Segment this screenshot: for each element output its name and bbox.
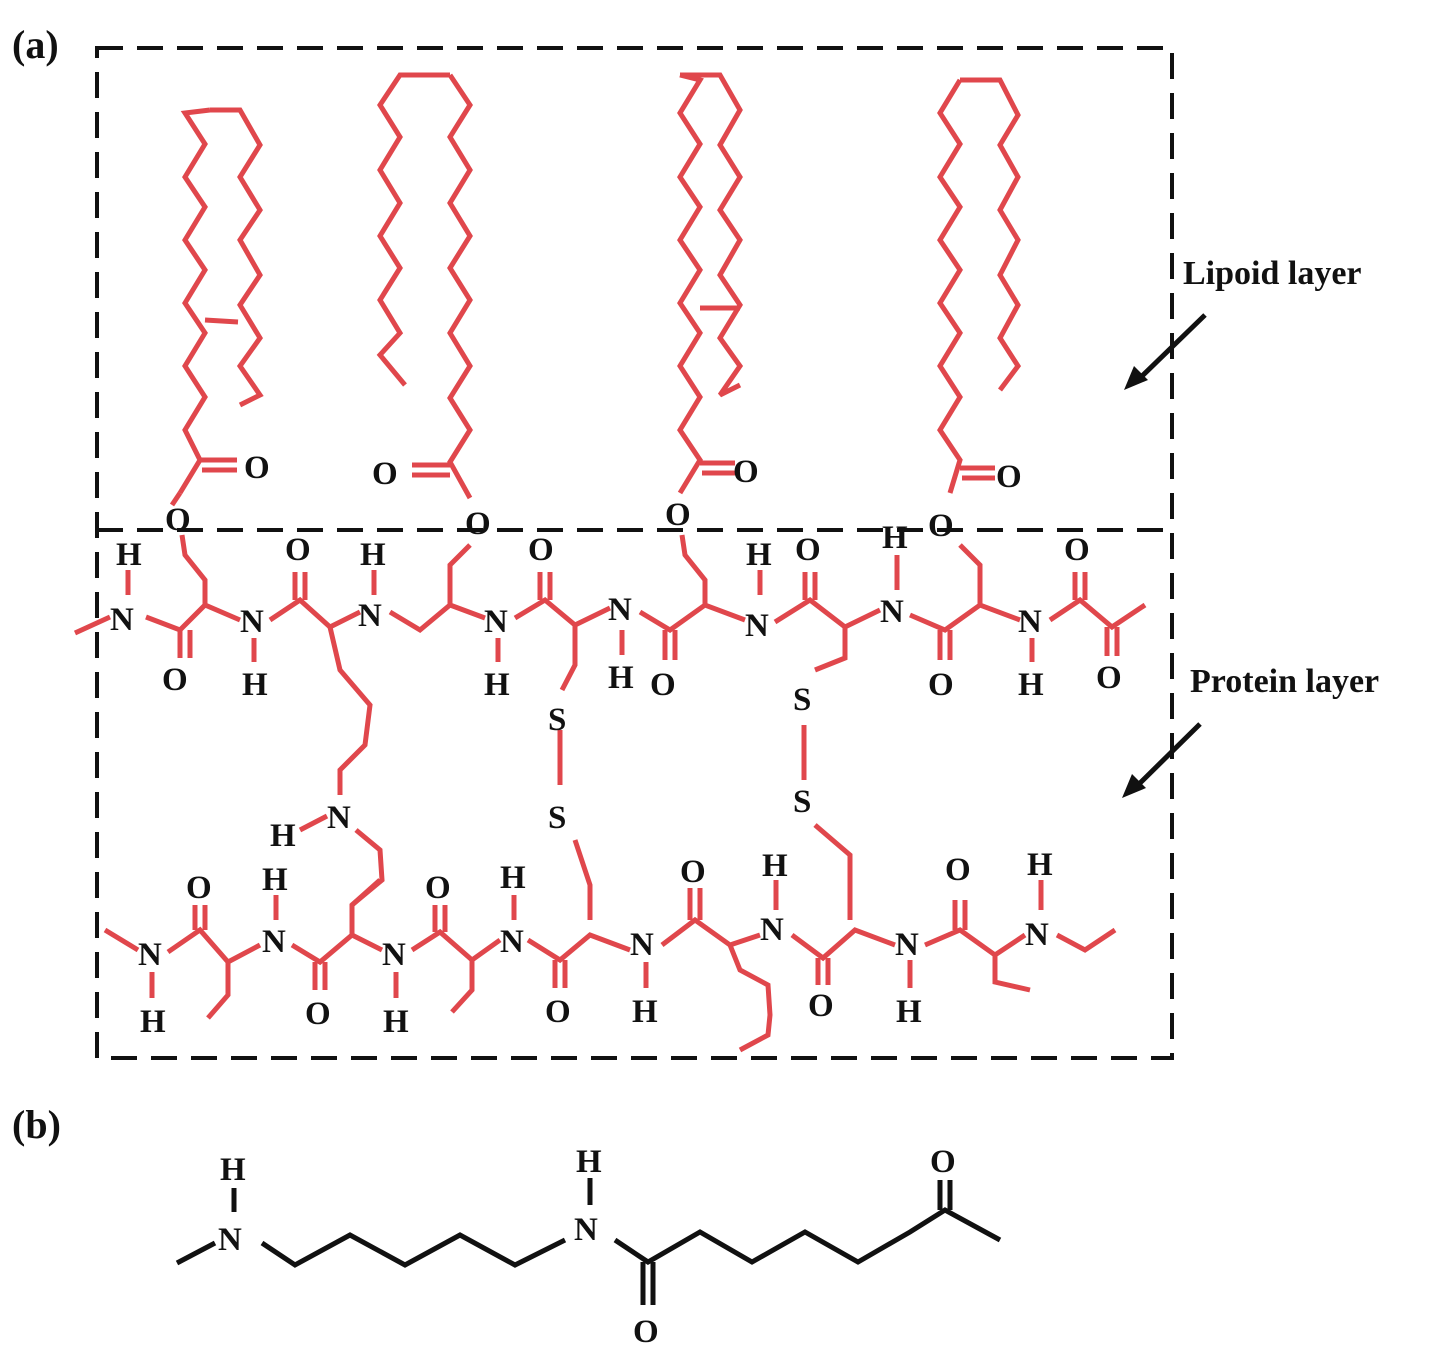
atom-o: O	[665, 497, 691, 533]
atom-o: O	[650, 667, 676, 703]
atom-h: H	[500, 860, 526, 896]
atom-o: O	[996, 459, 1022, 495]
atom-o: O	[945, 852, 971, 888]
atom-o: O	[244, 450, 270, 486]
atom-n: N	[1025, 917, 1049, 953]
atom-h: H	[140, 1004, 166, 1040]
lower-protein-atoms: N H O N H O N H O N H O N H O N H O N H …	[138, 847, 1053, 1040]
atom-n: N	[110, 602, 134, 638]
atom-o: O	[633, 1314, 659, 1350]
protein-arrow-icon	[1122, 722, 1202, 798]
layer-boundaries	[95, 46, 1174, 1060]
atom-h: H	[882, 520, 908, 556]
atom-n: N	[630, 927, 654, 963]
cross-links: H N S S S S	[270, 682, 853, 920]
atom-o: O	[930, 1144, 956, 1180]
atom-o: O	[808, 988, 834, 1024]
atom-n: N	[327, 800, 351, 836]
outer-dashed-box	[95, 46, 1174, 1060]
atom-s: S	[548, 800, 566, 836]
upper-protein-backbone	[73, 534, 1147, 795]
atom-n: N	[484, 604, 508, 640]
atom-h: H	[576, 1144, 602, 1180]
atom-n: N	[760, 912, 784, 948]
atom-o: O	[425, 870, 451, 906]
atom-h: H	[220, 1152, 246, 1188]
atom-n: N	[880, 594, 904, 630]
atom-n: N	[608, 592, 632, 628]
lipid-chain-2: O O	[372, 72, 491, 542]
atom-o: O	[1064, 532, 1090, 568]
lipid-chain-4: O O	[928, 77, 1022, 544]
atom-h: H	[762, 848, 788, 884]
atom-n: N	[500, 924, 524, 960]
lipoid-layer-label: Lipoid layer	[1183, 255, 1362, 292]
atom-h: H	[270, 818, 296, 854]
atom-h: H	[242, 667, 268, 703]
atom-n: N	[745, 608, 769, 644]
atom-o: O	[528, 532, 554, 568]
atom-h: H	[262, 862, 288, 898]
atom-n: N	[382, 937, 406, 973]
atom-n: N	[358, 598, 382, 634]
atom-s: S	[548, 702, 566, 738]
atom-o: O	[372, 456, 398, 492]
atom-n: N	[218, 1222, 242, 1258]
atom-h: H	[1027, 847, 1053, 883]
atom-n: N	[240, 604, 264, 640]
atom-o: O	[680, 854, 706, 890]
atom-h: H	[746, 537, 772, 573]
atom-h: H	[360, 537, 386, 573]
atom-n: N	[262, 924, 286, 960]
protein-layer-label: Protein layer	[1190, 663, 1379, 700]
atom-n: N	[895, 927, 919, 963]
atom-o: O	[162, 662, 188, 698]
atom-h: H	[383, 1004, 409, 1040]
atom-h: H	[896, 994, 922, 1030]
atom-o: O	[165, 502, 191, 538]
lipid-chain-1: O O	[165, 107, 270, 538]
upper-protein-atoms: N H O N H O N H N H O N H O N H O N H O …	[110, 520, 1122, 703]
atom-o: O	[733, 454, 759, 490]
panel-b-label: (b)	[12, 1102, 61, 1147]
atom-o: O	[465, 506, 491, 542]
atom-o: O	[186, 870, 212, 906]
lower-protein-backbone	[103, 878, 1117, 1053]
atom-o: O	[928, 508, 954, 544]
atom-s: S	[793, 682, 811, 718]
panel-b-structure: H N H N O O	[175, 1144, 1002, 1350]
atom-o: O	[285, 532, 311, 568]
atom-h: H	[632, 994, 658, 1030]
atom-h: H	[116, 537, 142, 573]
atom-o: O	[545, 994, 571, 1030]
atom-n: N	[574, 1212, 598, 1248]
atom-o: O	[928, 667, 954, 703]
atom-o: O	[305, 996, 331, 1032]
atom-o: O	[1096, 660, 1122, 696]
atom-n: N	[1018, 604, 1042, 640]
lipoid-arrow-icon	[1124, 313, 1207, 390]
atom-h: H	[1018, 667, 1044, 703]
panel-a-label: (a)	[12, 22, 59, 67]
atom-n: N	[138, 937, 162, 973]
lipid-chain-3: O O	[665, 72, 759, 533]
atom-h: H	[484, 667, 510, 703]
atom-h: H	[608, 660, 634, 696]
atom-s: S	[793, 784, 811, 820]
atom-o: O	[795, 532, 821, 568]
